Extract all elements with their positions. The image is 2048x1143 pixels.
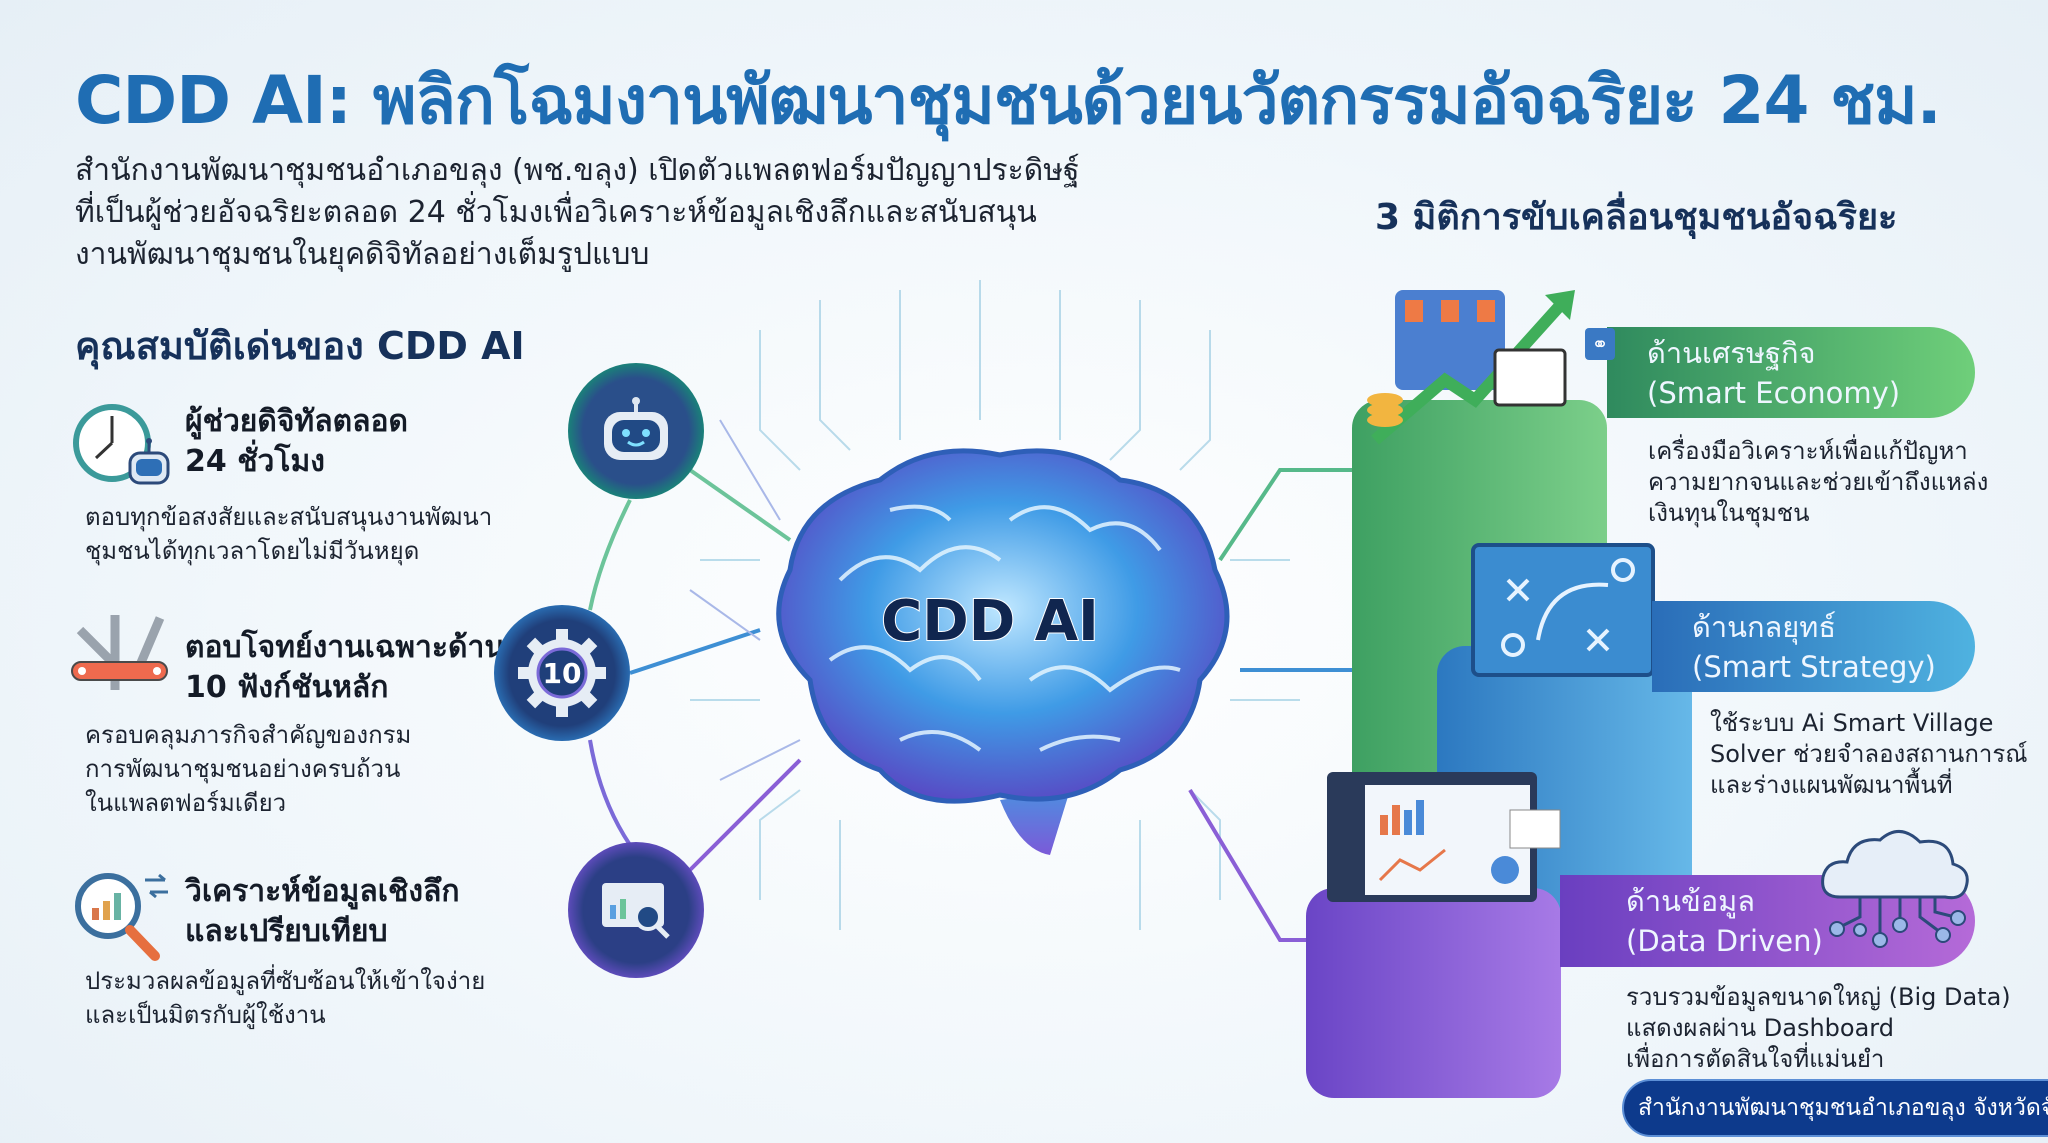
dimension-desc: เครื่องมือวิเคราะห์เพื่อแก้ปัญหา ความยาก… <box>1648 436 1988 529</box>
page-title: CDD AI: พลิกโฉมงานพัฒนาชุมชนด้วยนวัตกรรม… <box>75 62 1942 139</box>
dimension-desc-line: ความยากจนและช่วยเข้าถึงแหล่ง <box>1648 468 1989 496</box>
analytics-node <box>568 842 704 978</box>
dimension-desc-line: เครื่องมือวิเคราะห์เพื่อแก้ปัญหา <box>1648 437 1968 465</box>
feature-title-line: 10 ฟังก์ชันหลัก <box>185 670 389 705</box>
cloud-network-icon <box>1821 830 1969 948</box>
dimension-desc-line: แสดงผลผ่าน Dashboard <box>1626 1014 1894 1042</box>
feature-title-line: ตอบโจทย์งานเฉพาะด้าน <box>185 630 505 665</box>
clock-robot-icon <box>73 404 170 485</box>
feature-desc-line: การพัฒนาชุมชนอย่างครบถ้วน <box>85 755 401 783</box>
screen-magnifier-icon <box>602 883 670 939</box>
hub-label: CDD AI <box>881 589 1099 654</box>
dimension-desc-line: เงินทุนในชุมชน <box>1648 499 1810 527</box>
footer-organization-badge: สำนักงานพัฒนาชุมชนอำเภอขลุง จังหวัดจันทบ… <box>1622 1079 2048 1137</box>
dashboard-icon <box>1327 772 1561 902</box>
dimension-desc: รวบรวมข้อมูลขนาดใหญ่ (Big Data) แสดงผลผ่… <box>1626 982 2011 1075</box>
robot-node <box>568 363 704 499</box>
intro-paragraph: สำนักงานพัฒนาชุมชนอำเภอขลุง (พช.ขลุง) เป… <box>75 150 1175 276</box>
dimension-name-en: (Smart Strategy) <box>1692 649 1936 684</box>
feature-title-line: วิเคราะห์ข้อมูลเชิงลึก <box>185 874 460 909</box>
feature-title-line: 24 ชั่วโมง <box>185 444 325 479</box>
feature-title-line: ผู้ช่วยดิจิทัลตลอด <box>185 404 408 439</box>
feature-title: ตอบโจทย์งานเฉพาะด้าน 10 ฟังก์ชันหลัก <box>185 628 505 708</box>
multitool-icon <box>71 615 168 690</box>
feature-title-line: และเปรียบเทียบ <box>185 914 388 949</box>
dimension-name: ด้านข้อมูล <box>1626 884 1756 918</box>
feature-desc: ครอบคลุมภารกิจสำคัญของกรม การพัฒนาชุมชนอ… <box>85 718 411 820</box>
dimension-pill-strategy: ด้านกลยุทธ์ (Smart Strategy) <box>1652 601 1975 692</box>
shop-growth-icon <box>1367 290 1575 445</box>
strategy-board-icon <box>1471 543 1655 677</box>
dimension-desc: ใช้ระบบ Ai Smart Village Solver ช่วยจำลอ… <box>1710 708 2027 801</box>
dimension-desc-line: รวบรวมข้อมูลขนาดใหญ่ (Big Data) <box>1626 983 2011 1011</box>
robot-icon <box>604 397 668 460</box>
dimension-desc-line: Solver ช่วยจำลองสถานการณ์ <box>1710 740 2028 768</box>
dimension-name: ด้านกลยุทธ์ <box>1692 609 1837 644</box>
feature-desc-line: ชุมชนได้ทุกเวลาโดยไม่มีวันหยุด <box>85 537 420 565</box>
dimension-name: ด้านเศรษฐกิจ <box>1647 335 1816 370</box>
feature-desc-line: ครอบคลุมภารกิจสำคัญของกรม <box>85 721 412 749</box>
magnifier-chart-icon <box>75 873 168 961</box>
feature-desc-line: ประมวลผลข้อมูลที่ซับซ้อนให้เข้าใจง่าย <box>85 967 486 995</box>
intro-line: สำนักงานพัฒนาชุมชนอำเภอขลุง (พช.ขลุง) เป… <box>75 153 1080 188</box>
dimension-pill-economy: ด้านเศรษฐกิจ (Smart Economy) <box>1607 327 1975 418</box>
dimension-desc-line: เพื่อการตัดสินใจที่แม่นยำ <box>1626 1045 1885 1073</box>
dimension-desc-line: และร่างแผนพัฒนาพื้นที่ <box>1710 771 1953 799</box>
feature-title: ผู้ช่วยดิจิทัลตลอด 24 ชั่วโมง <box>185 402 408 482</box>
brain-illustration: CDD AI <box>776 448 1230 855</box>
intro-line: งานพัฒนาชุมชนในยุคดิจิทัลอย่างเต็มรูปแบบ <box>75 237 650 272</box>
feature-desc-line: ในแพลตฟอร์มเดียว <box>85 789 287 817</box>
gear-number: 10 <box>543 657 582 690</box>
intro-line: ที่เป็นผู้ช่วยอัจฉริยะตลอด 24 ชั่วโมงเพื… <box>75 195 1037 230</box>
feature-desc: ประมวลผลข้อมูลที่ซับซ้อนให้เข้าใจง่าย แล… <box>85 964 485 1032</box>
feature-desc: ตอบทุกข้อสงสัยและสนับสนุนงานพัฒนา ชุมชนไ… <box>85 500 492 568</box>
data-pillar <box>1306 888 1561 1098</box>
dimensions-heading: 3 มิติการขับเคลื่อนชุมชนอัจฉริยะ <box>1375 197 1898 238</box>
features-heading: คุณสมบัติเด่นของ CDD AI <box>75 324 525 368</box>
link-icon: ⚭ <box>1585 328 1615 360</box>
feature-desc-line: ตอบทุกข้อสงสัยและสนับสนุนงานพัฒนา <box>85 503 493 531</box>
gear-node: 10 <box>494 605 630 741</box>
feature-desc-line: และเป็นมิตรกับผู้ใช้งาน <box>85 1001 326 1029</box>
dimension-name-en: (Smart Economy) <box>1647 375 1901 410</box>
dimension-name-en: (Data Driven) <box>1626 924 1823 958</box>
feature-title: วิเคราะห์ข้อมูลเชิงลึก และเปรียบเทียบ <box>185 872 460 952</box>
gear-icon: 10 <box>518 629 606 717</box>
dimension-desc-line: ใช้ระบบ Ai Smart Village <box>1710 709 1994 737</box>
